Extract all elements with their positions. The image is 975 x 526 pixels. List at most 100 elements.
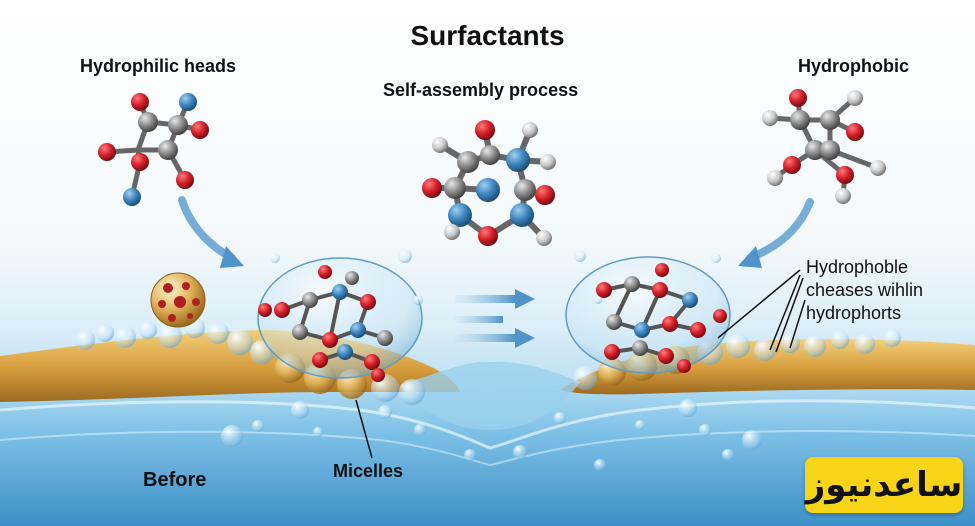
carbon-atom: [624, 276, 640, 292]
hydrophobe-annotation: Hydrophoble cheases wihlin hydrophorts: [806, 256, 923, 325]
hydrogen-atom: [444, 224, 460, 240]
annotation-line: cheases wihlin: [806, 280, 924, 300]
water-jet: [400, 361, 580, 430]
hydrogen-atom: [870, 160, 886, 176]
oxygen-atom: [176, 171, 194, 189]
micelle-dome-left: [257, 257, 423, 379]
nitrogen-atom: [510, 203, 534, 227]
hydrophobic-molecule: [762, 89, 886, 204]
hydrogen-atom: [835, 188, 851, 204]
carbon-atom: [514, 179, 536, 201]
carbon-atom: [345, 271, 359, 285]
oxygen-atom: [652, 282, 668, 298]
bubble: [883, 329, 901, 347]
bubble: [139, 321, 157, 339]
oxygen-atom: [713, 309, 727, 323]
oxygen-atom: [655, 263, 669, 277]
oxygen-atom: [658, 348, 674, 364]
carbon-atom: [444, 177, 466, 199]
oxygen-atom: [98, 143, 116, 161]
nitrogen-atom: [332, 284, 348, 300]
oxygen-atom: [422, 178, 442, 198]
carbon-atom: [138, 112, 158, 132]
bubble: [804, 335, 826, 357]
hydrogen-atom: [522, 122, 538, 138]
curved-arrow-right: [746, 198, 814, 262]
oxygen-atom: [371, 368, 385, 382]
bubble: [831, 331, 849, 349]
water-bubbles: [221, 249, 762, 471]
oxygen-atom: [662, 316, 678, 332]
carbon-atom: [377, 330, 393, 346]
carbon-atom: [632, 340, 648, 356]
oxygen-atom: [131, 93, 149, 111]
bubble: [96, 324, 114, 342]
watermark-logo: ساعدنیوز: [805, 457, 963, 513]
hydrogen-atom: [847, 90, 863, 106]
oil-droplet: [150, 272, 206, 328]
watermark-text: ساعدنیوز: [805, 466, 963, 504]
bubble: [780, 333, 800, 353]
oxygen-atom: [312, 352, 328, 368]
hydrogen-atom: [767, 170, 783, 186]
oxygen-atom: [258, 303, 272, 317]
hydrogen-atom: [536, 230, 552, 246]
oxygen-atom: [475, 120, 495, 140]
oxygen-atom: [478, 226, 498, 246]
hydrogen-atom: [540, 154, 556, 170]
direction-arrows: [455, 289, 535, 348]
oxygen-atom: [322, 332, 338, 348]
bubble: [114, 326, 136, 348]
carbon-atom: [302, 292, 318, 308]
oxygen-atom: [596, 282, 612, 298]
water-wave: [0, 430, 975, 467]
self-assembly-label: Self-assembly process: [383, 80, 579, 100]
oxygen-atom: [836, 166, 854, 184]
oxygen-atom: [364, 354, 380, 370]
diagram-title: Surfactants: [410, 20, 565, 51]
carbon-atom: [158, 140, 178, 160]
nitrogen-atom: [476, 178, 500, 202]
micelle-molecules-left: [258, 265, 393, 382]
carbon-atom: [805, 140, 825, 160]
hydrophilic-heads-label: Hydrophilic heads: [80, 56, 237, 76]
nitrogen-atom: [682, 292, 698, 308]
nitrogen-atom: [337, 344, 353, 360]
bubble: [207, 322, 229, 344]
carbon-atom: [480, 145, 500, 165]
oxygen-atom: [360, 294, 376, 310]
oxygen-atom: [690, 322, 706, 338]
oxygen-atom: [604, 344, 620, 360]
hydrogen-atom: [432, 137, 448, 153]
carbon-atom: [820, 110, 840, 130]
annotation-pointers: [717, 269, 806, 353]
micelles-label: Micelles: [333, 461, 404, 481]
oxygen-atom: [318, 265, 332, 279]
nitrogen-atom: [123, 188, 141, 206]
water-wave: [0, 399, 975, 450]
nitrogen-atom: [506, 148, 530, 172]
annotation-line: hydrophorts: [806, 303, 902, 323]
hydrogen-atom: [762, 110, 778, 126]
self-assembly-molecule: [422, 120, 556, 246]
curved-arrow-right-head: [738, 246, 762, 268]
bubble: [855, 334, 875, 354]
nitrogen-atom: [448, 203, 472, 227]
water-body: [0, 372, 975, 526]
carbon-atom: [606, 314, 622, 330]
oxygen-atom: [191, 121, 209, 139]
bubble: [573, 366, 597, 390]
before-label: Before: [143, 469, 207, 491]
oxygen-atom: [131, 153, 149, 171]
micelle-molecules-right: [596, 263, 727, 373]
bubble: [75, 330, 95, 350]
nitrogen-atom: [350, 322, 366, 338]
bubble: [227, 329, 253, 355]
micelles-pointer: [355, 399, 373, 459]
nitrogen-atom: [179, 93, 197, 111]
curved-arrow-left: [178, 196, 236, 262]
oxygen-atom: [677, 359, 691, 373]
curved-arrow-left-head: [220, 246, 244, 268]
bubble: [726, 334, 750, 358]
